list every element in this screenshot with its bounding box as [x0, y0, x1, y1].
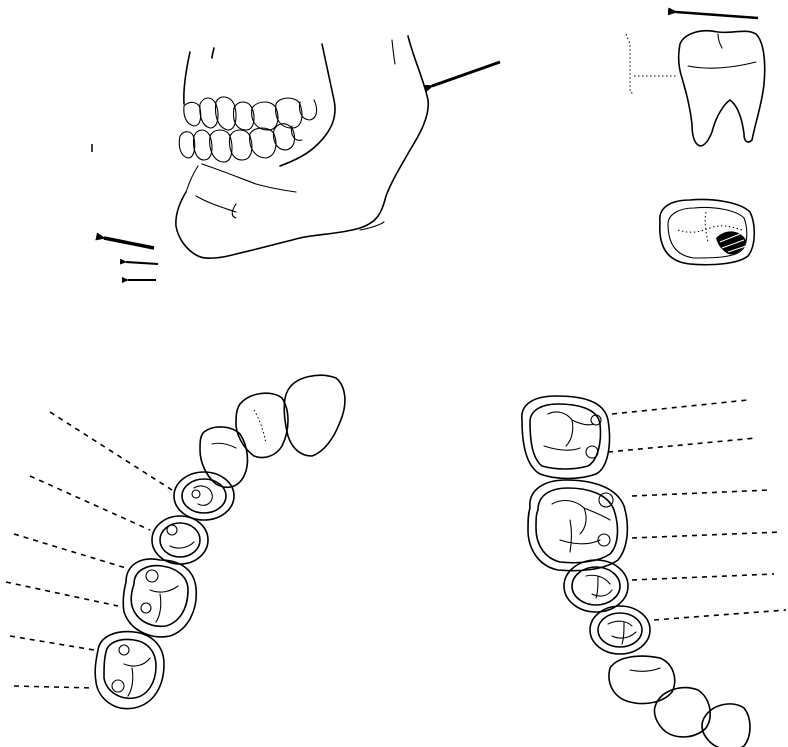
- anterior-small-arrow-1: [126, 262, 158, 264]
- mesial-drift-arrow: [676, 12, 758, 18]
- mandible-lateral-view: [92, 36, 500, 280]
- left-occlusal-arch: [6, 375, 345, 708]
- upper-teeth: [184, 97, 317, 130]
- molar-occlusal-view: [660, 200, 754, 265]
- right-leader-lines: [608, 400, 786, 620]
- anterior-force-arrow: [104, 238, 154, 248]
- right-occlusal-arch: [522, 396, 786, 747]
- left-leader-lines: [6, 412, 172, 688]
- lower-teeth: [179, 124, 302, 162]
- posterior-force-arrow: [432, 62, 500, 86]
- molar-mesial-tilt-view: [626, 12, 765, 146]
